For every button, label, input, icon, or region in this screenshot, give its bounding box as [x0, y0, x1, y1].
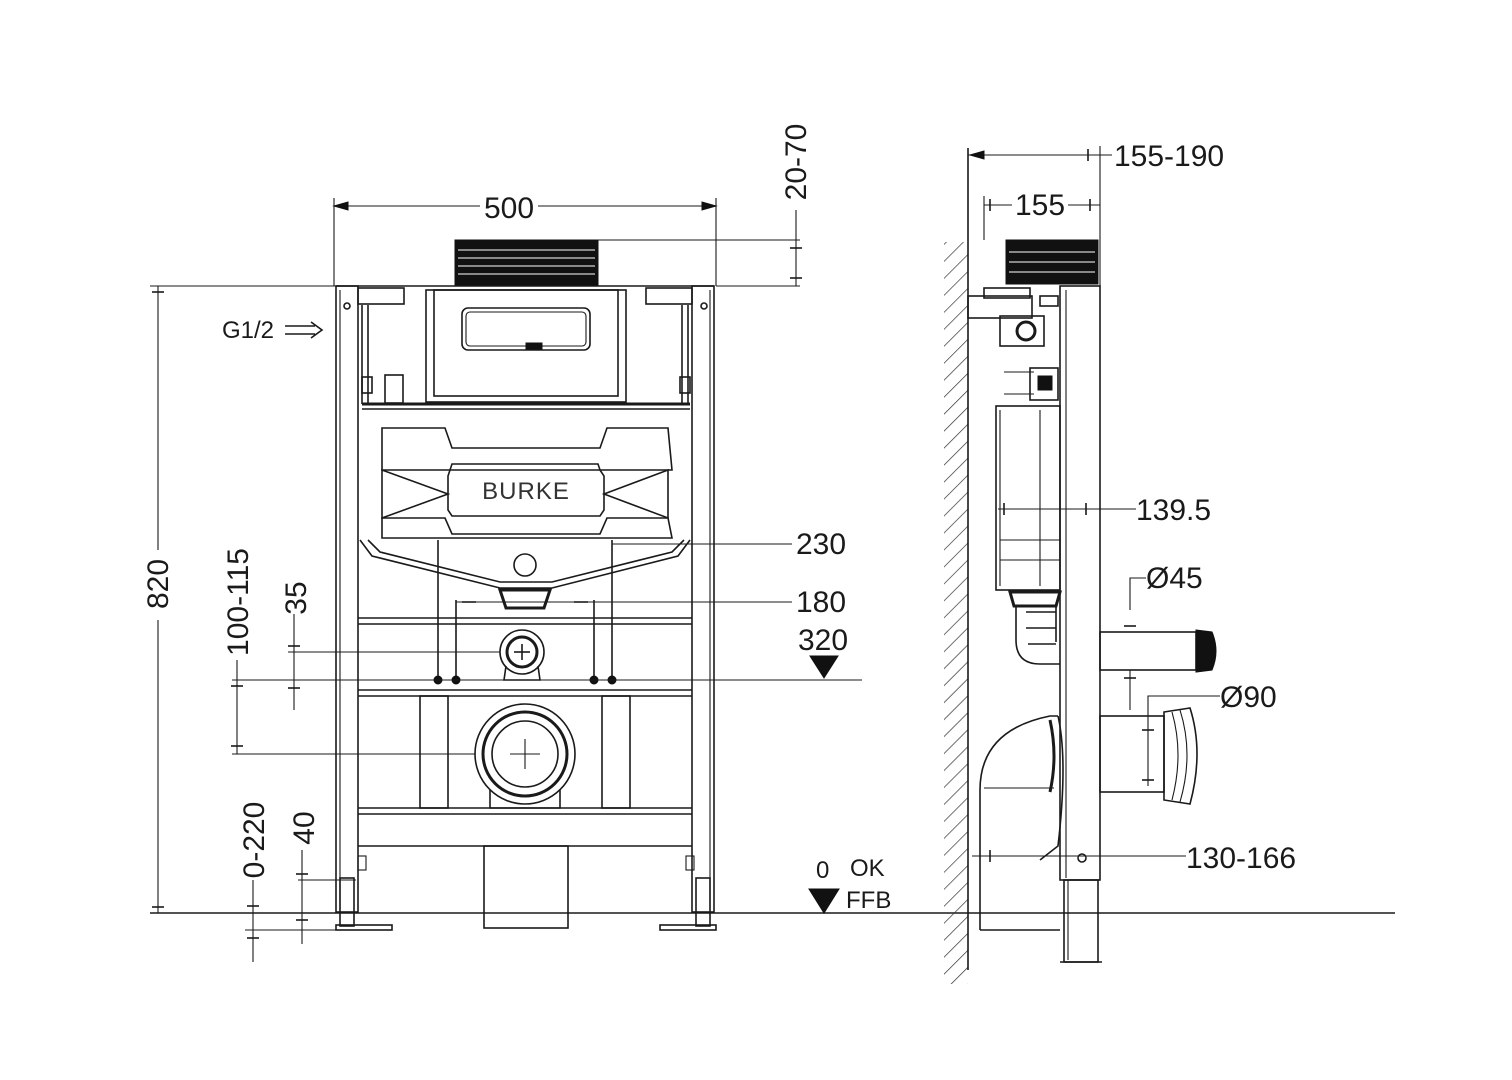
dim-100-115: 100-115 [222, 548, 255, 656]
dim-width: 500 [484, 192, 534, 225]
front-dimensions: 500 20-70 820 230 180 320 35 [142, 124, 891, 962]
dim-139-5: 139.5 [1136, 494, 1211, 527]
floor-zero: 0 [816, 857, 829, 884]
dim-35: 35 [280, 581, 313, 614]
side-view [944, 148, 1217, 984]
flush-valve-circle [513, 553, 537, 577]
dim-180: 180 [796, 586, 846, 619]
side-cistern [995, 405, 1061, 591]
floor-ok: OK [850, 855, 885, 882]
floor-level-marker [808, 888, 840, 914]
dim-40: 40 [288, 811, 321, 844]
right-post [691, 285, 715, 913]
dim-pipe-90: Ø90 [1220, 681, 1277, 714]
side-dimensions: 155-190 155 139.5 Ø45 Ø90 130-166 [968, 140, 1296, 875]
dim-155: 155 [1015, 189, 1065, 222]
side-flush-pipe [1099, 631, 1197, 671]
brand-label: BURKE [482, 478, 570, 505]
wall-hatch [944, 242, 968, 984]
flush-button-block [454, 239, 599, 287]
front-view: BURKE [222, 239, 717, 931]
dim-height: 820 [142, 559, 175, 609]
level-marker-320 [809, 655, 839, 679]
dim-0-220: 0-220 [238, 802, 271, 879]
dim-button-adjust: 20-70 [780, 124, 813, 201]
floor-ffb: FFB [846, 887, 891, 914]
left-post [335, 285, 359, 913]
dim-230: 230 [796, 528, 846, 561]
dim-pipe-45: Ø45 [1146, 562, 1203, 595]
inlet-label: G1/2 [222, 317, 274, 344]
side-waste-pipe [1099, 715, 1165, 793]
dim-155-190: 155-190 [1114, 140, 1224, 173]
dim-320: 320 [798, 624, 848, 657]
dim-130-166: 130-166 [1186, 842, 1296, 875]
